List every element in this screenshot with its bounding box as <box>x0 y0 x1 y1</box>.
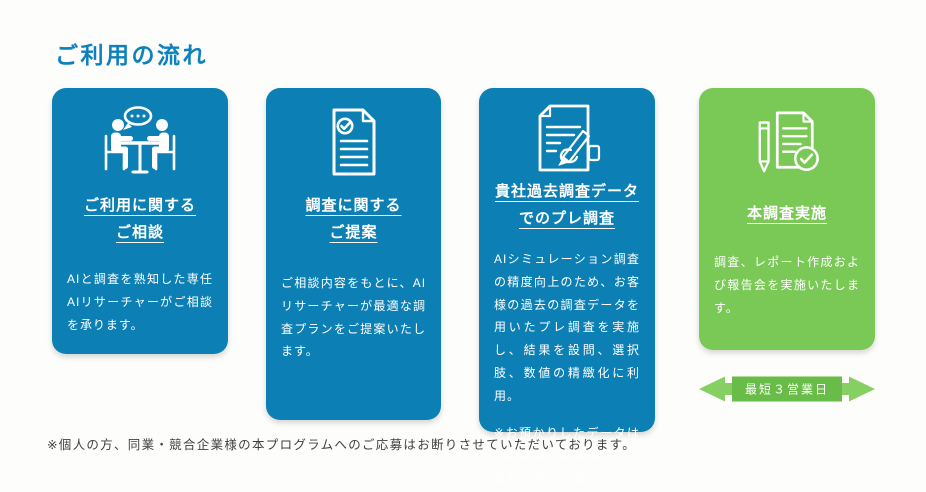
lead-time-label: 最短３営業日 <box>731 376 843 402</box>
card-title: ご利用に関する ご相談 <box>84 192 196 246</box>
pencil-document-check-icon <box>751 102 823 182</box>
card-title-line: ご提案 <box>329 224 378 241</box>
footnote: ※個人の方、同業・競合企業様の本プログラムへのご応募はお断りさせていただいており… <box>47 438 636 452</box>
proposal-document-check-icon <box>325 102 383 182</box>
card-title-line: でのプレ調査 <box>518 210 615 227</box>
lead-time-arrow: 最短３営業日 <box>699 375 875 403</box>
consultation-people-icon <box>98 102 182 182</box>
card-title: 調査に関する ご提案 <box>305 192 401 246</box>
card-title-line: 貴社過去調査データ <box>494 183 639 200</box>
card-title: 本調査実施 <box>747 200 827 227</box>
page-title: ご利用の流れ <box>55 42 208 68</box>
card-body: AIと調査を熟知した専任AIリサーチャーがご相談を承ります。 <box>67 272 213 332</box>
card-title-line: 調査に関する <box>305 197 402 214</box>
step-card-consultation: ご利用に関する ご相談 AIと調査を熟知した専任AIリサーチャーがご相談を承りま… <box>52 88 228 354</box>
writing-document-pen-icon <box>530 102 604 174</box>
step-card-proposal: 調査に関する ご提案 ご相談内容をもとに、AIリサーチャーが最適な調査プランをご… <box>266 88 441 420</box>
card-title: 貴社過去調査データ でのプレ調査 <box>495 178 639 232</box>
card-body: AIシミュレーション調査の精度向上のため、お客様の過去の調査データを用いたプレ調… <box>494 252 640 403</box>
card-body: 調査、レポート作成および報告会を実施いたします。 <box>714 255 860 315</box>
card-data-privacy-note: ※お預かりしたデータはAIの学習には使用いたしませんのでご安心ください。 <box>494 425 640 486</box>
step-card-main-survey: 本調査実施 調査、レポート作成および報告会を実施いたします。 <box>699 88 875 350</box>
card-title-line: ご利用に関する <box>83 197 196 214</box>
card-body: ご相談内容をもとに、AIリサーチャーが最適な調査プランをご提案いたします。 <box>281 276 426 359</box>
step-card-pre-survey: 貴社過去調査データ でのプレ調査 AIシミュレーション調査の精度向上のため、お客… <box>479 88 655 485</box>
card-title-line: ご相談 <box>115 224 164 241</box>
card-title-line: 本調査実施 <box>746 205 827 222</box>
